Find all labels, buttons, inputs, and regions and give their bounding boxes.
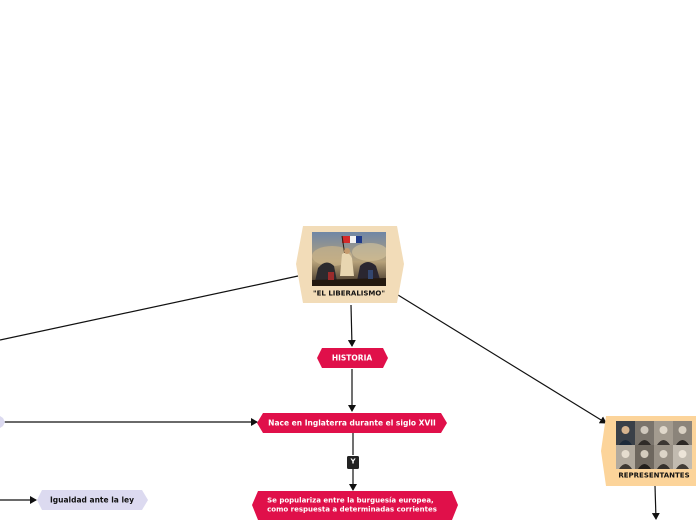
populariza-node-shape[interactable] xyxy=(252,491,458,520)
representantes-node-label: REPRESENTANTES xyxy=(618,471,690,480)
partial-left-node[interactable] xyxy=(0,416,5,428)
igualdad-node-shape[interactable] xyxy=(37,490,148,510)
connector-central-to-historia xyxy=(347,304,356,347)
igualdad-node-label: Igualdad ante la ley xyxy=(49,495,135,505)
representantes-node-image xyxy=(616,421,692,469)
historia-node-label: HISTORIA xyxy=(331,353,373,363)
populariza-node-label: Se populariza entre la burguesía europea… xyxy=(267,496,437,513)
portrait-grid-icon xyxy=(616,421,692,469)
central-node-label: "EL LIBERALISMO" xyxy=(313,289,385,298)
connector-representantes-down xyxy=(651,485,660,520)
connector-central-to-left xyxy=(0,275,299,341)
y-connector-box[interactable] xyxy=(347,456,359,469)
nace-node-shape[interactable] xyxy=(257,413,447,433)
central-node-image xyxy=(312,232,386,286)
liberty-painting-icon xyxy=(312,232,386,286)
historia-node-shape[interactable] xyxy=(317,348,388,368)
connector-central-to-representantes xyxy=(397,294,607,424)
y-connector-label: Y xyxy=(350,457,356,466)
nace-node-label: Nace en Inglaterra durante el siglo XVII xyxy=(268,418,436,428)
connectors xyxy=(0,275,660,520)
